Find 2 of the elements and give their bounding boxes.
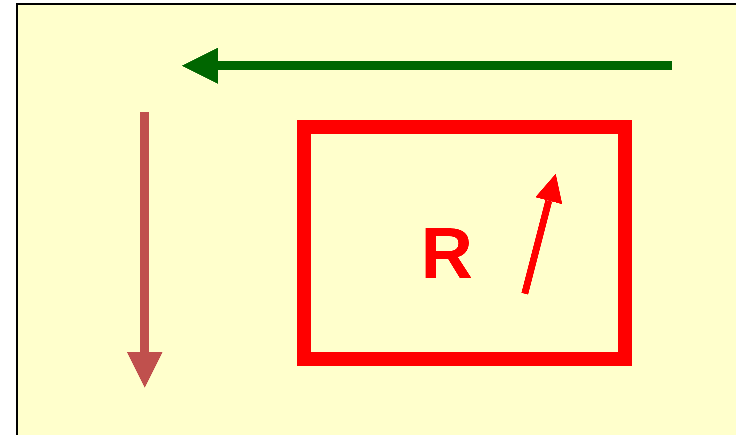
letter-label: R	[421, 218, 473, 290]
outlined-box	[297, 120, 632, 366]
